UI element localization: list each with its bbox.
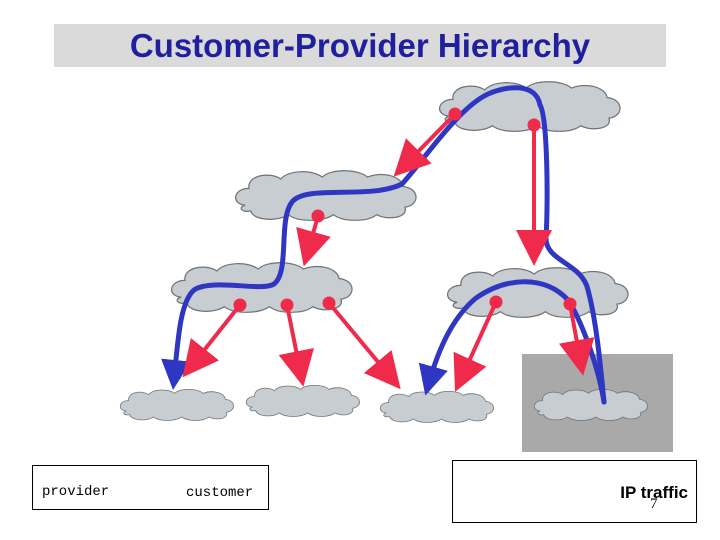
provider-dot [322, 296, 336, 310]
provider-dot [280, 298, 294, 312]
legend-traffic-label: IP traffic [620, 483, 688, 502]
provider-customer-arrow [182, 303, 242, 378]
cloud-icon [245, 384, 361, 418]
provider-customer-arrow [453, 300, 498, 392]
provider-customer-arrow [393, 112, 457, 177]
provider-dot [448, 107, 462, 121]
provider-customer-arrow [327, 301, 401, 390]
provider-customer-arrow [558, 302, 595, 376]
legend-provider-label: provider [42, 484, 110, 500]
cloud-icon [234, 170, 417, 221]
cloud-icon [446, 267, 629, 318]
page-title: Customer-Provider Hierarchy [129, 26, 591, 64]
legend-traffic: IP traffic [452, 460, 697, 523]
title-bar: Customer-Provider Hierarchy [54, 24, 666, 67]
cloud-icon [379, 390, 495, 424]
provider-dot [489, 295, 503, 309]
legend-customer-label: customer [186, 485, 254, 501]
cloud-icon [119, 388, 235, 422]
provider-customer-arrow [296, 214, 331, 267]
traffic-path [537, 102, 607, 405]
provider-dot [233, 298, 247, 312]
provider-dot [563, 297, 577, 311]
cloud-icon [533, 388, 649, 422]
provider-dot [311, 209, 325, 223]
page-number: 7 [650, 496, 658, 512]
legend-relationship: provider customer [32, 465, 269, 510]
traffic-path [161, 85, 543, 390]
provider-customer-arrow [278, 303, 314, 387]
provider-dot [527, 118, 541, 132]
